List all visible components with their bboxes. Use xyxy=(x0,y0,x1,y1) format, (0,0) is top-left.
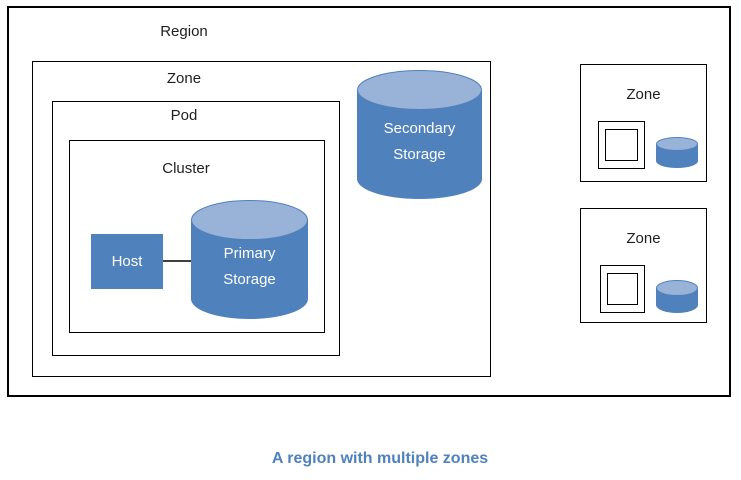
primary-storage-label: Primary Storage xyxy=(191,200,308,319)
cluster-box: Cluster Host Primary xyxy=(69,140,325,333)
zone-label: Zone xyxy=(166,70,202,87)
cylinder-icon xyxy=(357,70,482,199)
cylinder-icon xyxy=(656,280,698,313)
mini-pod-square-icon xyxy=(600,265,645,313)
primary-storage-cylinder: Primary Storage xyxy=(191,200,308,319)
mini-pod-square-icon xyxy=(598,121,645,169)
secondary-storage-cylinder: Secondary Storage xyxy=(357,70,482,199)
region-label: Region xyxy=(160,23,208,40)
zone-right-2-label: Zone xyxy=(626,230,661,247)
mini-storage-cylinder-icon xyxy=(656,137,698,168)
secondary-storage-line2: Storage xyxy=(393,145,446,163)
mini-cluster-square-icon xyxy=(607,273,638,305)
zone-right-1-label: Zone xyxy=(626,86,661,103)
secondary-storage-line1: Secondary xyxy=(383,119,456,137)
zone-box-right-2: Zone xyxy=(580,208,707,323)
cylinder-icon xyxy=(191,200,308,319)
mini-cluster-square-icon xyxy=(605,129,638,161)
pod-label: Pod xyxy=(170,107,198,124)
host-label: Host xyxy=(111,253,143,270)
primary-storage-line1: Primary xyxy=(223,244,276,262)
zone-box-right-1: Zone xyxy=(580,64,707,182)
mini-storage-cylinder-icon xyxy=(656,280,698,313)
host-storage-connector-line xyxy=(163,260,192,262)
host-box: Host xyxy=(91,234,163,289)
pod-box: Pod Cluster Host xyxy=(52,101,340,356)
cylinder-icon xyxy=(656,137,698,168)
primary-storage-line2: Storage xyxy=(223,270,276,288)
zone-box: Zone Secondary Storage Pod Cluster xyxy=(32,61,491,377)
diagram-caption: A region with multiple zones xyxy=(271,450,489,467)
cluster-label: Cluster xyxy=(162,160,210,177)
secondary-storage-label: Secondary Storage xyxy=(357,70,482,199)
